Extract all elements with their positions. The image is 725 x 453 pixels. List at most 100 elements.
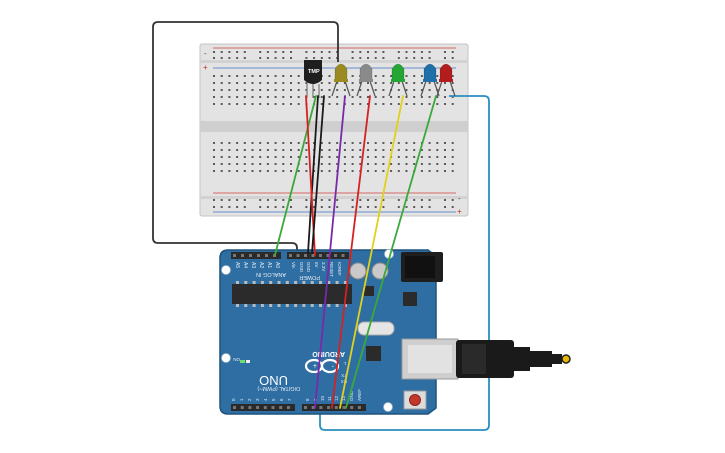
breadboard-hole: [213, 206, 215, 208]
pin-label-8: 8: [305, 398, 310, 401]
breadboard-hole: [451, 170, 454, 172]
chip-leg: [343, 281, 347, 284]
breadboard-hole: [405, 89, 408, 91]
led-green: [388, 63, 408, 97]
breadboard-hole: [428, 57, 431, 59]
chip-leg: [327, 304, 331, 307]
breadboard-hole: [359, 82, 362, 84]
breadboard-hole: [382, 82, 385, 84]
breadboard-hole: [413, 96, 416, 98]
digital-header-high: [302, 404, 366, 411]
breadboard-hole: [305, 163, 308, 165]
breadboard-hole: [213, 57, 215, 59]
pin-label-3v3: 3.3V: [321, 262, 326, 271]
breadboard-hole: [436, 156, 439, 158]
breadboard-hole: [328, 75, 331, 77]
breadboard-hole: [397, 149, 400, 151]
breadboard-hole: [213, 170, 215, 172]
breadboard-hole: [313, 199, 316, 201]
atmega-chip: [232, 284, 352, 304]
breadboard-hole: [390, 163, 393, 165]
breadboard-hole: [397, 170, 400, 172]
breadboard-hole: [320, 199, 323, 201]
breadboard-hole: [444, 149, 446, 151]
breadboard-hole: [228, 57, 231, 59]
led-gray: [356, 63, 376, 97]
breadboard-hole: [320, 57, 323, 59]
header-pin: [257, 254, 260, 257]
breadboard-hole: [228, 51, 231, 53]
arduino-model-label: UNO: [259, 373, 288, 388]
reset-button[interactable]: [409, 394, 421, 406]
breadboard-hole: [374, 103, 377, 105]
breadboard-hole: [343, 82, 346, 84]
breadboard-hole: [451, 149, 454, 151]
leds: [331, 63, 456, 97]
breadboard-hole: [297, 75, 300, 77]
breadboard-hole: [413, 75, 416, 77]
mounting-hole: [221, 265, 231, 275]
breadboard-hole: [320, 89, 323, 91]
breadboard-hole: [213, 149, 215, 151]
chip-leg: [252, 304, 256, 307]
chip-leg: [310, 304, 314, 307]
on-label: ON: [233, 357, 240, 362]
breadboard-hole: [382, 96, 385, 98]
chip-leg: [252, 281, 256, 284]
breadboard-hole: [290, 96, 292, 98]
svg-text:+: +: [313, 362, 317, 369]
pin-label-1: 1: [239, 398, 244, 401]
breadboard-hole: [336, 199, 339, 201]
breadboard-hole: [343, 170, 346, 172]
breadboard-hole: [266, 103, 269, 105]
breadboard-hole: [266, 149, 269, 151]
analog-in-label: ANALOG IN: [256, 271, 286, 277]
chip-leg: [319, 281, 322, 284]
breadboard-hole: [236, 149, 239, 151]
breadboard-hole: [297, 142, 300, 144]
breadboard-hole: [282, 163, 285, 165]
breadboard-hole: [274, 103, 277, 105]
breadboard-hole: [220, 163, 223, 165]
breadboard-hole: [359, 96, 362, 98]
pin-label-11: 11: [327, 396, 332, 401]
wire-black-loop: [152, 21, 339, 254]
breadboard-hole: [397, 89, 400, 91]
breadboard-hole: [428, 163, 431, 165]
breadboard-hole: [236, 103, 239, 105]
breadboard-hole: [367, 170, 369, 172]
breadboard-hole: [405, 163, 408, 165]
breadboard-hole: [382, 170, 385, 172]
breadboard-hole: [420, 96, 423, 98]
power-pin-labels: Vin GND GND 5V 3.3V RESET IOREF: [291, 262, 342, 277]
breadboard-hole: [397, 51, 400, 53]
breadboard-hole: [228, 82, 231, 84]
breadboard-hole: [290, 199, 292, 201]
breadboard-hole: [343, 149, 346, 151]
header-pin: [286, 406, 290, 409]
breadboard-hole: [351, 156, 354, 158]
breadboard-hole: [282, 156, 285, 158]
header-pin: [311, 406, 315, 409]
pin-label-a4: A4: [242, 262, 248, 268]
breadboard-hole: [436, 149, 439, 151]
breadboard-hole: [382, 206, 385, 208]
header-pin: [279, 406, 283, 409]
breadboard-hole: [305, 57, 308, 59]
pin-label-7: 7: [287, 398, 292, 401]
wire-red-pin: [331, 95, 371, 409]
breadboard-hole: [328, 142, 331, 144]
breadboard-hole: [328, 199, 331, 201]
breadboard-hole: [266, 51, 269, 53]
breadboard-hole: [428, 149, 431, 151]
breadboard-hole: [351, 51, 354, 53]
breadboard-hole: [282, 199, 285, 201]
breadboard-hole: [444, 51, 446, 53]
breadboard-hole: [228, 89, 231, 91]
breadboard-hole: [359, 57, 362, 59]
breadboard-hole: [428, 199, 431, 201]
breadboard-hole: [420, 206, 423, 208]
breadboard-hole: [259, 206, 262, 208]
breadboard-hole: [220, 89, 223, 91]
breadboard-hole: [274, 82, 277, 84]
